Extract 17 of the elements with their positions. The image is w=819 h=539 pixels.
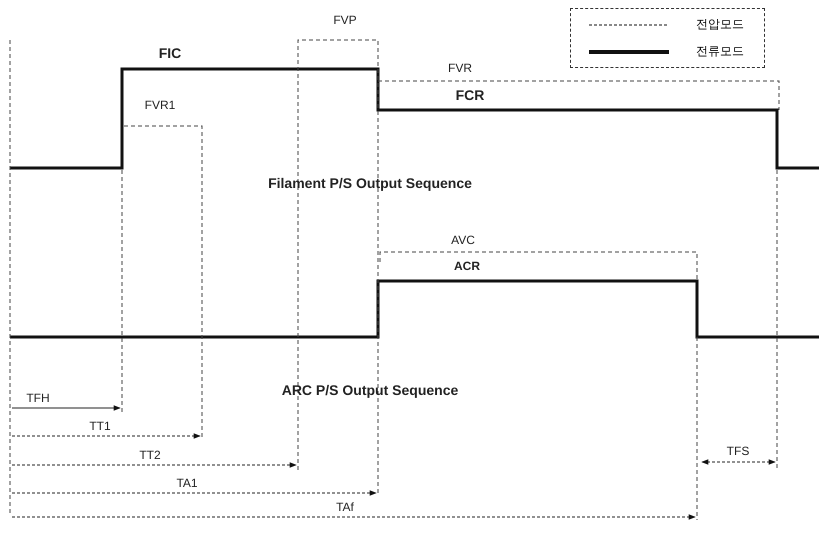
level-label: AVC (451, 234, 475, 246)
time-label: TFS (726, 445, 750, 457)
level-label: FVP (333, 14, 357, 26)
time-label: TAf (336, 501, 354, 513)
time-label: TT2 (139, 449, 161, 461)
sequence-title: Filament P/S Output Sequence (268, 176, 472, 190)
legend-label: 전류모드 (696, 45, 744, 57)
level-label: FCR (456, 88, 484, 102)
level-label: ACR (454, 260, 480, 272)
level-label: FVR1 (144, 99, 176, 111)
level-label: FIC (158, 46, 182, 60)
time-label: TT1 (89, 420, 111, 432)
time-label: TA1 (176, 477, 198, 489)
legend-label: 전압모드 (696, 18, 744, 30)
sequence-title: ARC P/S Output Sequence (282, 383, 458, 397)
time-label: TFH (26, 392, 50, 404)
level-label: FVR (448, 62, 472, 74)
